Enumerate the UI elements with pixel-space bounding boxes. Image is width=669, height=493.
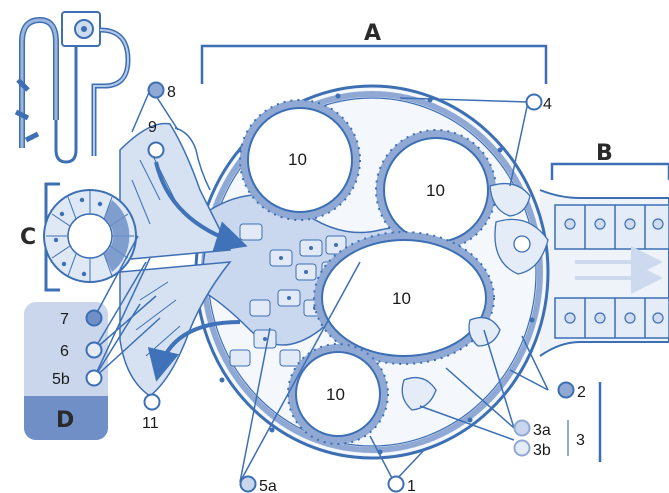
marker-6-circle <box>87 343 102 358</box>
marker-5b-circle <box>87 371 102 386</box>
region-c-label: C <box>20 225 36 250</box>
proximal-tubule <box>540 190 669 356</box>
region-d-label: D <box>56 408 74 433</box>
marker-9-circle <box>149 143 164 158</box>
marker-7-circle <box>87 311 102 326</box>
marker-3a-circle <box>515 421 530 436</box>
capillary-label: 10 <box>392 289 411 308</box>
marker-4-circle <box>527 95 542 110</box>
bracket-a <box>202 46 546 84</box>
marker-6: 6 <box>60 343 69 360</box>
marker-1: 1 <box>407 478 416 493</box>
capillary-label: 10 <box>426 181 445 200</box>
marker-5a-circle <box>241 477 256 492</box>
bracket-b <box>552 164 669 180</box>
capillary-label: 10 <box>288 150 307 169</box>
marker-7: 7 <box>60 311 69 328</box>
marker-4: 4 <box>543 96 552 113</box>
marker-3b-circle <box>515 441 530 456</box>
marker-3b: 3b <box>533 442 551 459</box>
marker-8: 8 <box>167 84 176 101</box>
marker-11-circle <box>145 395 160 410</box>
region-a-label: A <box>364 21 381 46</box>
marker-3a: 3a <box>533 422 551 439</box>
marker-2-circle <box>559 383 574 398</box>
marker-1-circle <box>389 477 404 492</box>
marker-8-circle <box>149 83 164 98</box>
capillary-label: 10 <box>326 385 345 404</box>
nephron-thumbnail <box>16 12 128 162</box>
marker-2: 2 <box>577 384 586 401</box>
marker-11: 11 <box>142 415 159 432</box>
region-b-label: B <box>596 141 613 166</box>
marker-5a: 5a <box>259 478 277 493</box>
marker-5b: 5b <box>52 371 70 388</box>
marker-9: 9 <box>148 119 157 136</box>
marker-3: 3 <box>576 432 585 449</box>
